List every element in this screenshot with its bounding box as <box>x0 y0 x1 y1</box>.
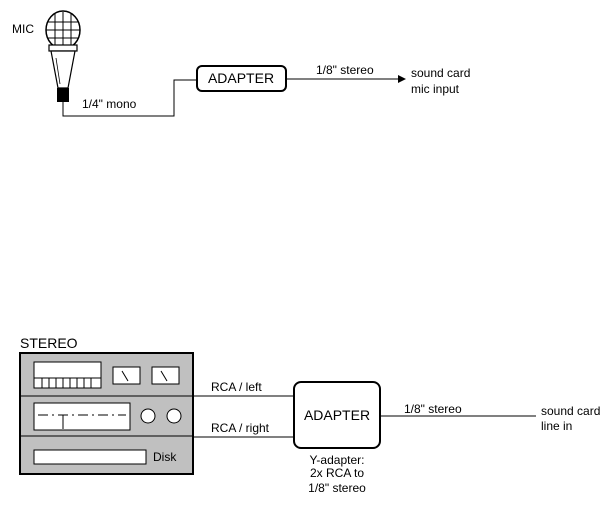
rca-left-label: RCA / left <box>211 380 262 394</box>
stereo-label: STEREO <box>20 335 78 351</box>
mic-destination-line1: sound card <box>411 66 470 80</box>
rca-right-label: RCA / right <box>211 421 270 435</box>
microphone-icon <box>45 10 81 102</box>
mic-output-cable-label: 1/8" stereo <box>316 63 374 77</box>
stereo-adapter-box <box>293 381 381 449</box>
stereo-output-cable-label: 1/8" stereo <box>404 402 462 416</box>
mic-cable <box>62 79 197 117</box>
adapter-caption-line2: 2x RCA to <box>310 466 364 480</box>
mic-cable-label: 1/4" mono <box>82 97 137 111</box>
mic-destination-line2: mic input <box>411 82 460 96</box>
mic-adapter-label: ADAPTER <box>208 70 274 86</box>
stereo-adapter-label: ADAPTER <box>304 407 370 423</box>
stereo-destination-line1: sound card <box>541 404 600 418</box>
adapter-caption-line3: 1/8" stereo <box>308 481 366 495</box>
stereo-system-icon <box>19 352 194 475</box>
disk-label: Disk <box>153 450 177 464</box>
mic-label: MIC <box>12 22 34 36</box>
adapter-caption-line1: Y-adapter: <box>310 453 365 467</box>
stereo-destination-line2: line in <box>541 419 572 433</box>
